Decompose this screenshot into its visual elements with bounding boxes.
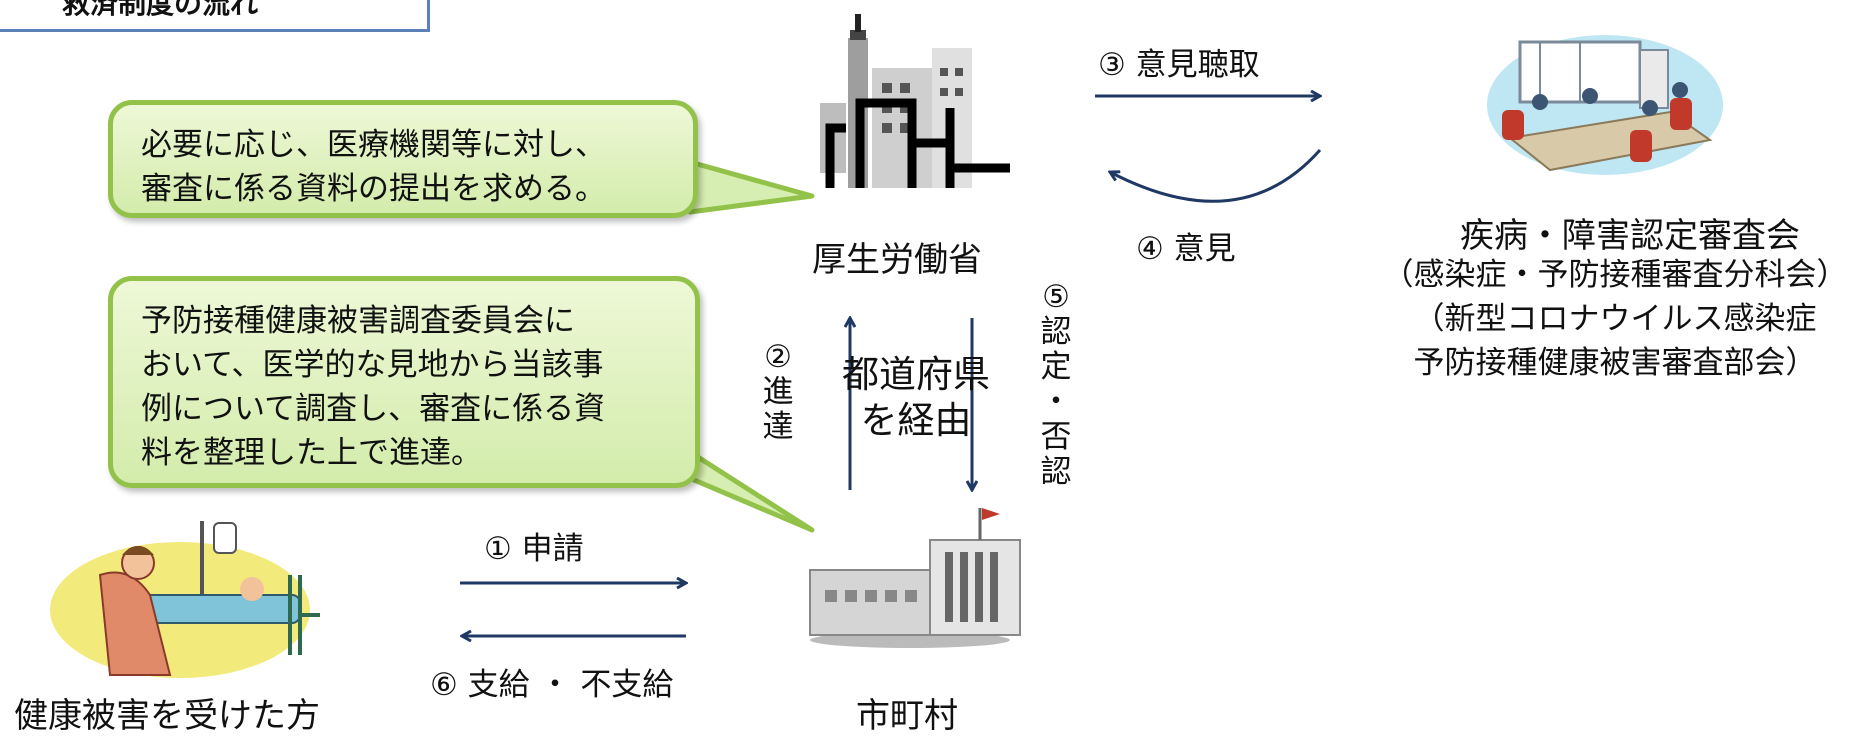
council-sub1: （感染症・予防接種審査分科会） bbox=[1382, 257, 1848, 293]
ministry-label: 厚生労働省 bbox=[812, 240, 982, 280]
callout-line: 例について調査し、審査に係る資 bbox=[141, 391, 606, 427]
step2-label: ② 進 達 bbox=[758, 340, 798, 445]
callout-line: おいて、医学的な見地から当該事 bbox=[141, 347, 604, 383]
council-sub2: （新型コロナウイルス感染症 bbox=[1413, 301, 1817, 337]
prefecture-line: を経由 bbox=[860, 399, 972, 442]
applicant-label: 健康被害を受けた方 bbox=[14, 696, 320, 736]
callout-ministry-note: 必要に応じ、医療機関等に対し、 審査に係る資料の提出を求める。 bbox=[108, 100, 698, 218]
callout-line: 必要に応じ、医療機関等に対し、 bbox=[141, 127, 606, 163]
step2-char: 達 bbox=[762, 409, 794, 445]
step2-char: 進 bbox=[762, 374, 794, 410]
step3-label: ③ 意見聴取 bbox=[1098, 47, 1260, 83]
arrow-step4 bbox=[1110, 149, 1322, 203]
step5-char: 認 bbox=[1040, 314, 1072, 350]
council-title: 疾病・障害認定審査会 bbox=[1460, 216, 1800, 256]
step6-label: ⑥ 支給 ・ 不支給 bbox=[430, 667, 674, 703]
town-hall-icon bbox=[809, 508, 1021, 648]
council-sub3: 予防接種健康被害審査部会） bbox=[1413, 345, 1817, 381]
prefecture-line: 都道府県 bbox=[842, 353, 990, 396]
diagram-title: 救済制度の流れ bbox=[0, 0, 430, 32]
office-buildings-icon bbox=[820, 14, 1010, 188]
step5-num: ⑤ bbox=[1042, 279, 1070, 315]
step5-char: 認 bbox=[1040, 454, 1072, 490]
step4-label: ④ 意見 bbox=[1136, 231, 1236, 267]
patient-bed-icon bbox=[50, 521, 320, 678]
step5-label: ⑤ 認 定 ・ 否 認 bbox=[1036, 280, 1076, 490]
callout-tail-ministry bbox=[687, 159, 815, 215]
step5-char: ・ bbox=[1040, 384, 1072, 420]
meeting-room-icon bbox=[1487, 35, 1723, 175]
callout-line: 審査に係る資料の提出を求める。 bbox=[141, 171, 606, 207]
step5-char: 定 bbox=[1040, 349, 1072, 385]
prefecture-label: 都道府県 を経由 bbox=[826, 352, 1006, 444]
callout-committee-note: 予防接種健康被害調査委員会に おいて、医学的な見地から当該事 例について調査し、… bbox=[108, 276, 700, 488]
callout-line: 料を整理した上で進達。 bbox=[141, 435, 482, 471]
step1-label: ① 申請 bbox=[484, 531, 584, 567]
callout-line: 予防接種健康被害調査委員会に bbox=[141, 303, 575, 339]
step5-char: 否 bbox=[1040, 419, 1072, 455]
step2-num: ② bbox=[764, 339, 792, 375]
municipality-label: 市町村 bbox=[856, 696, 958, 736]
